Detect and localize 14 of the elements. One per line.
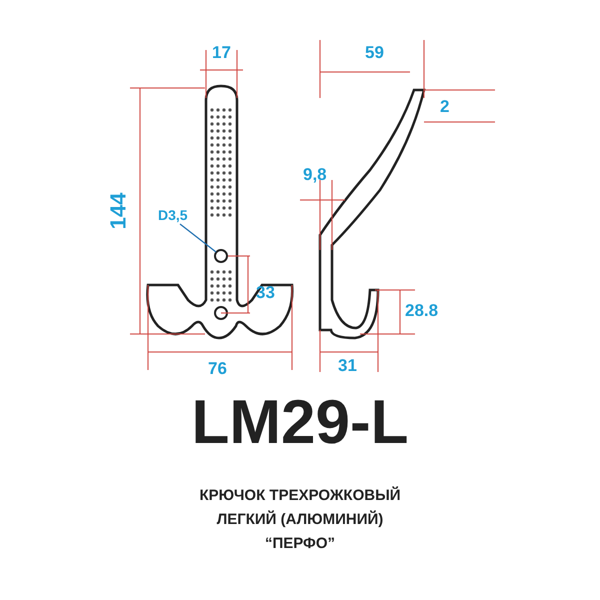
product-code-title: LM29-L	[190, 392, 410, 454]
dimension-label: 59	[365, 44, 384, 61]
mounting-hole	[214, 249, 228, 263]
dimension-label: 28.8	[405, 302, 438, 319]
dimension-label: 76	[208, 360, 227, 377]
dimension-label: 144	[107, 192, 130, 230]
caption: КРЮЧОК ТРЕХРОЖКОВЫЙ ЛЕГКИЙ (АЛЮМИНИЙ) “ПЕРФО”	[198, 485, 402, 554]
dimension-label: 17	[212, 44, 231, 61]
dimension-label: 2	[440, 98, 450, 115]
dimension-label: 33	[256, 284, 275, 301]
dimension-label: 9,8	[303, 166, 327, 183]
leader-line	[180, 224, 216, 252]
dimension-label: D3,5	[158, 208, 188, 222]
dimension-label: 31	[338, 357, 357, 374]
